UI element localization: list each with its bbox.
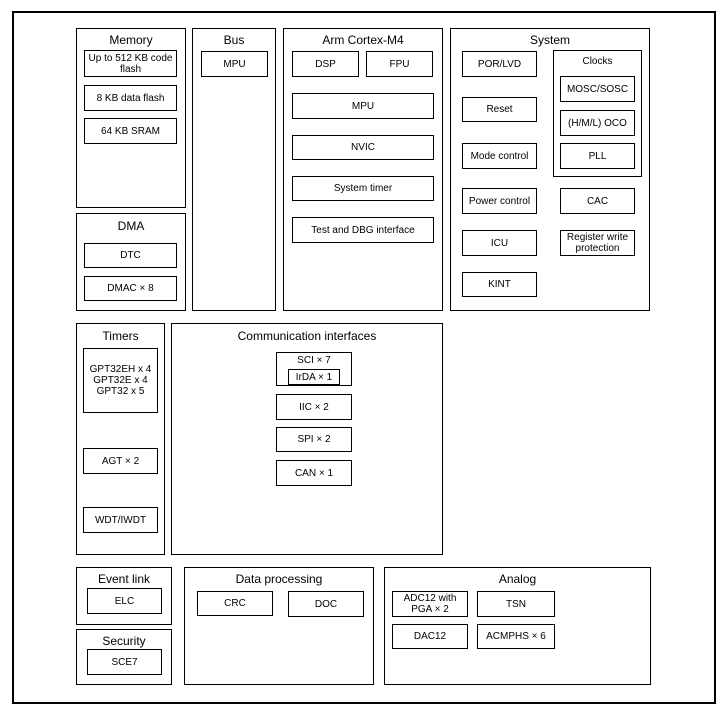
acmphs-box: ACMPHS × 6 — [477, 624, 555, 649]
bus-title: Bus — [223, 33, 245, 47]
agt-box: AGT × 2 — [83, 448, 158, 474]
event-link-group: Event link — [76, 567, 172, 625]
sram-box: 64 KB SRAM — [84, 118, 177, 144]
clocks-group: Clocks — [553, 50, 642, 177]
dma-title: DMA — [117, 219, 145, 233]
reset-box: Reset — [462, 97, 537, 122]
por-lvd-box: POR/LVD — [462, 51, 537, 77]
clocks-title: Clocks — [582, 56, 613, 67]
system-title: System — [529, 33, 570, 47]
comm-title: Communication interfaces — [237, 329, 377, 343]
register-write-protection-box: Register write protection — [560, 230, 635, 256]
dtc-box: DTC — [84, 243, 177, 268]
security-title: Security — [102, 634, 146, 648]
dsp-box: DSP — [292, 51, 359, 77]
cpu-group: Arm Cortex-M4 — [283, 28, 443, 311]
analog-title: Analog — [498, 572, 537, 586]
irda-box: IrDA × 1 — [288, 369, 340, 385]
event-link-title: Event link — [97, 572, 151, 586]
power-control-box: Power control — [462, 188, 537, 214]
dma-group: DMA — [76, 213, 186, 311]
kint-box: KINT — [462, 272, 537, 297]
timers-group: Timers — [76, 323, 165, 555]
memory-title: Memory — [109, 33, 153, 47]
can-box: CAN × 1 — [276, 460, 352, 486]
dmac-box: DMAC × 8 — [84, 276, 177, 301]
tsn-box: TSN — [477, 591, 555, 617]
data-processing-title: Data processing — [235, 572, 323, 586]
debug-interface-box: Test and DBG interface — [292, 217, 434, 243]
cpu-mpu-box: MPU — [292, 93, 434, 119]
memory-group: Memory — [76, 28, 186, 208]
comm-group: Communication interfaces — [171, 323, 443, 555]
code-flash-box: Up to 512 KB code flash — [84, 50, 177, 77]
oco-box: (H/M/L) OCO — [560, 110, 635, 136]
mosc-sosc-box: MOSC/SOSC — [560, 76, 635, 102]
mode-control-box: Mode control — [462, 143, 537, 169]
dac12-box: DAC12 — [392, 624, 468, 649]
analog-group: Analog — [384, 567, 651, 685]
data-processing-group: Data processing — [184, 567, 374, 685]
sci-label: SCI × 7 — [297, 355, 331, 366]
elc-box: ELC — [87, 588, 162, 614]
spi-box: SPI × 2 — [276, 427, 352, 452]
nvic-box: NVIC — [292, 135, 434, 160]
timers-title: Timers — [102, 329, 139, 343]
diagram-frame — [12, 11, 716, 704]
cac-box: CAC — [560, 188, 635, 214]
cpu-title: Arm Cortex-M4 — [322, 33, 404, 47]
fpu-box: FPU — [366, 51, 433, 77]
doc-box: DOC — [288, 591, 364, 617]
crc-box: CRC — [197, 591, 273, 616]
data-flash-box: 8 KB data flash — [84, 85, 177, 111]
gpt-box: GPT32EH x 4 GPT32E x 4 GPT32 x 5 — [83, 348, 158, 413]
system-group: System — [450, 28, 650, 311]
pll-box: PLL — [560, 143, 635, 169]
bus-group: Bus — [192, 28, 276, 311]
bus-mpu-box: MPU — [201, 51, 268, 77]
system-timer-box: System timer — [292, 176, 434, 201]
sce7-box: SCE7 — [87, 649, 162, 675]
iic-box: IIC × 2 — [276, 394, 352, 420]
wdt-box: WDT/IWDT — [83, 507, 158, 533]
icu-box: ICU — [462, 230, 537, 256]
security-group: Security — [76, 629, 172, 685]
adc12-box: ADC12 with PGA × 2 — [392, 591, 468, 617]
